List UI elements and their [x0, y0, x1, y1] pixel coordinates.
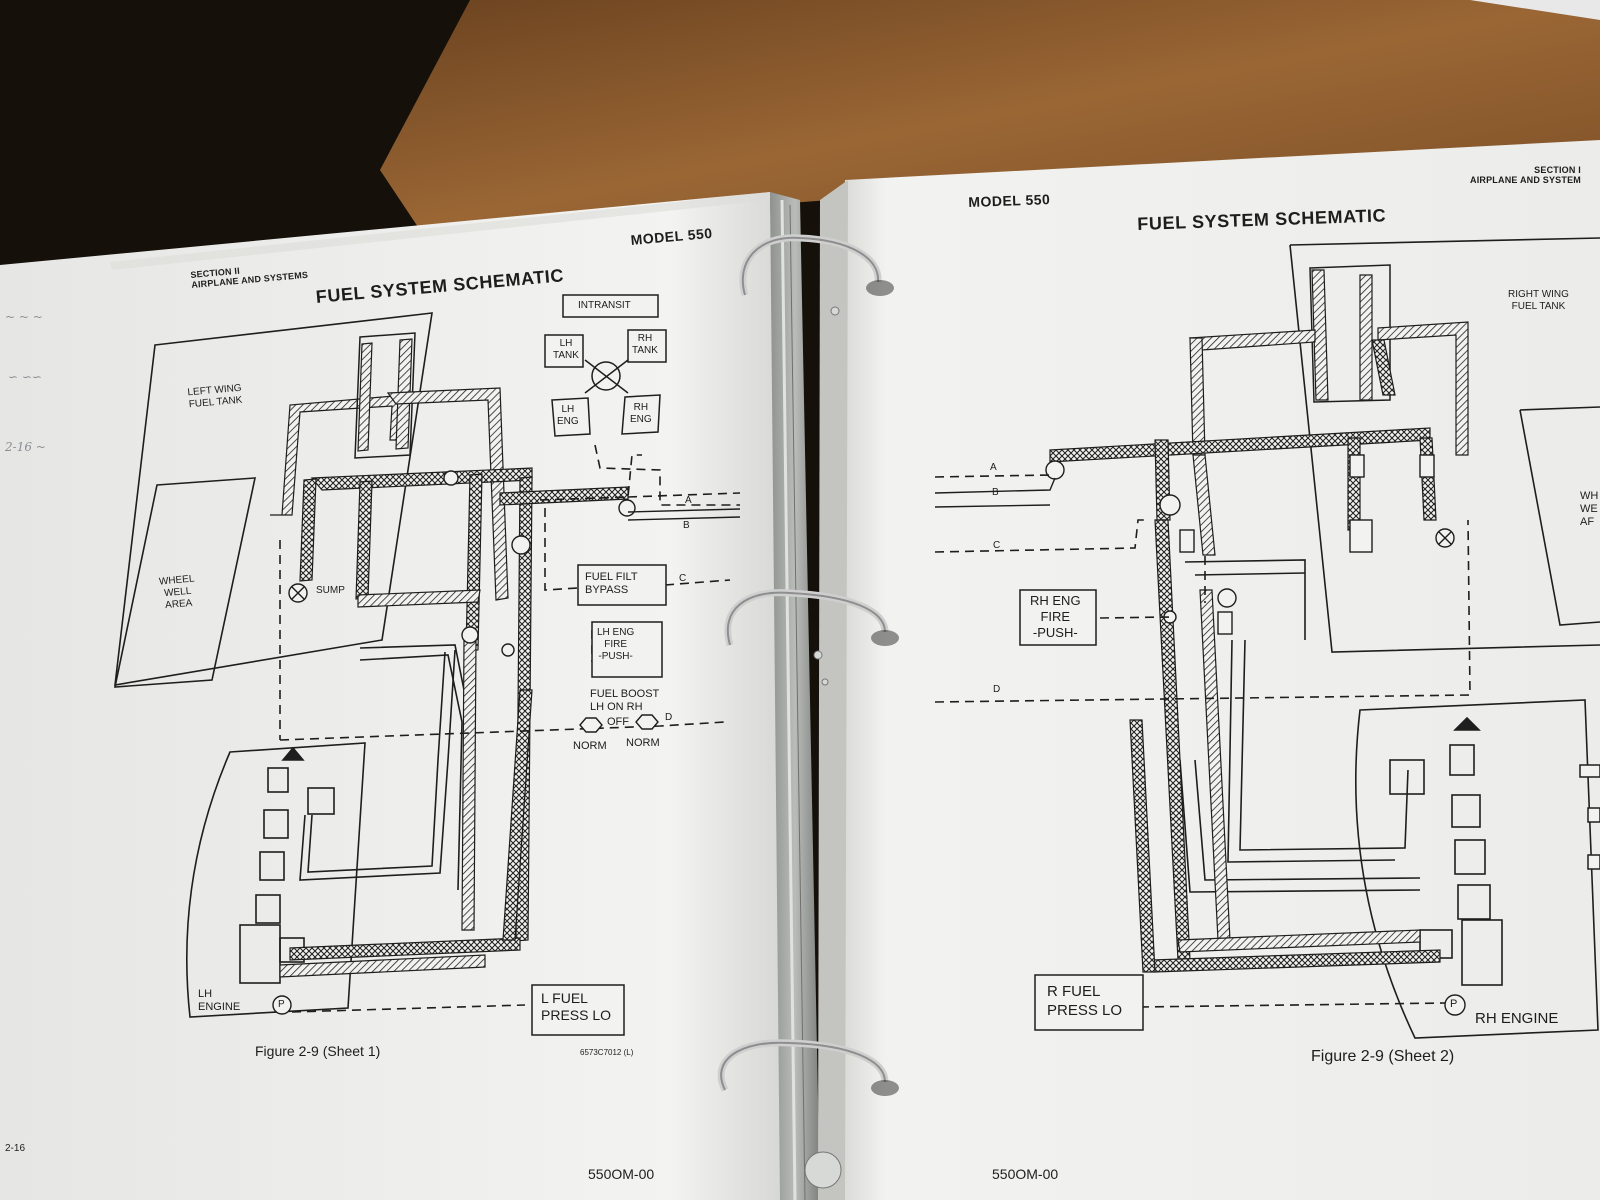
- lh-engine-label: LH ENGINE: [198, 988, 241, 1013]
- rh-tank-label: RH TANK: [632, 333, 658, 356]
- intransit-label: INTRANSIT: [578, 300, 631, 311]
- norm-left-label: NORM: [573, 740, 607, 752]
- norm-right-label: NORM: [626, 737, 660, 749]
- rh-eng-fire-push-label: RH ENG FIRE -PUSH-: [1030, 593, 1081, 640]
- r-fuel-press-lo-label: R FUEL PRESS LO: [1047, 983, 1123, 1019]
- right-line-d-label: D: [993, 684, 1001, 695]
- right-line-a-label: A: [990, 462, 997, 473]
- pump-p-label: P: [278, 999, 285, 1010]
- margin-notes: 2-16 ~: [5, 440, 46, 454]
- margin-notes: ∽ ∽∽: [8, 370, 42, 384]
- lh-on-rh-label: LH ON RH: [590, 701, 643, 713]
- l-fuel-press-lo-label: L FUEL PRESS LO: [541, 990, 612, 1023]
- rh-eng-label: RH ENG: [630, 402, 652, 425]
- left-figure-caption: Figure 2-9 (Sheet 1): [255, 1043, 381, 1059]
- left-wing-tank-label: LEFT WING FUEL TANK: [187, 382, 243, 411]
- sump-label: SUMP: [316, 585, 345, 596]
- right-model-label: MODEL 550: [968, 191, 1051, 210]
- off-label: OFF: [607, 716, 629, 728]
- left-page-number: 2-16: [5, 1143, 26, 1154]
- left-doc-id: 550OM-00: [588, 1166, 655, 1182]
- right-section-header: SECTION I AIRPLANE AND SYSTEM: [1470, 165, 1581, 185]
- lh-tank-label: LH TANK: [553, 338, 579, 361]
- right-pump-p-label: P: [1450, 998, 1458, 1010]
- right-line-c-label: C: [993, 540, 1001, 551]
- right-line-b-label: B: [992, 487, 999, 498]
- wheel-well-area-label: WHEEL WELL AREA: [158, 573, 195, 612]
- left-part-number: 6573C7012 (L): [580, 1048, 634, 1057]
- wheel-well-partial-label: WH WE AF: [1580, 490, 1599, 528]
- line-c-label: C: [679, 573, 687, 584]
- fuel-boost-label: FUEL BOOST: [590, 688, 660, 700]
- lh-eng-fire-push-label: LH ENG FIRE -PUSH-: [597, 627, 635, 662]
- line-d-label: D: [665, 712, 673, 723]
- line-a-label: A: [685, 495, 692, 506]
- lh-eng-label: LH ENG: [557, 404, 579, 427]
- right-doc-id: 550OM-00: [992, 1166, 1059, 1182]
- right-figure-caption: Figure 2-9 (Sheet 2): [1311, 1048, 1455, 1065]
- margin-notes: ~ ~ ~: [5, 310, 43, 324]
- fuel-filt-bypass-label: FUEL FILT BYPASS: [585, 571, 638, 596]
- right-wing-tank-label: RIGHT WING FUEL TANK: [1508, 289, 1569, 312]
- line-b-label: B: [683, 520, 690, 531]
- rh-engine-label: RH ENGINE: [1475, 1010, 1559, 1027]
